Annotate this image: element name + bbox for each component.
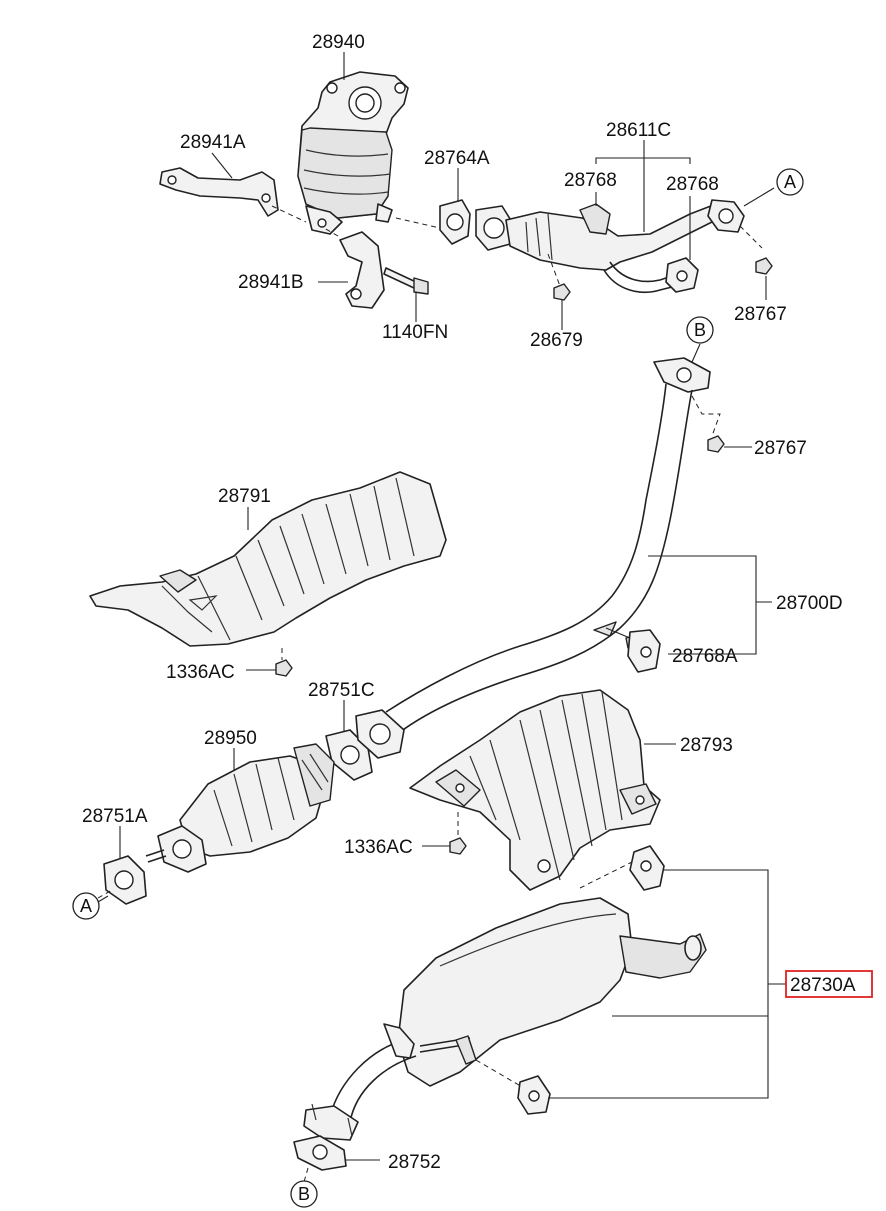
label-28941B[interactable]: 28941B: [238, 272, 304, 293]
gasket-28752: [293, 1135, 347, 1183]
label-28751A[interactable]: 28751A: [82, 806, 148, 827]
gasket-28751A: [97, 855, 147, 905]
label-28764A[interactable]: 28764A: [424, 148, 490, 169]
label-28791[interactable]: 28791: [218, 486, 271, 507]
ref-circle-B-top: B: [686, 316, 714, 344]
ref-circle-A-top: A: [776, 168, 804, 196]
catalytic-converter-28950: [145, 743, 335, 873]
label-28611C[interactable]: 28611C: [606, 120, 671, 141]
gasket-28764A: [395, 199, 471, 245]
heat-shield-28793: [409, 689, 661, 891]
leader-lines: [97, 52, 786, 1161]
nut-28767-top: [755, 257, 773, 275]
label-28700D[interactable]: 28700D: [776, 593, 843, 614]
label-28768-left[interactable]: 28768: [564, 170, 617, 191]
ref-B-top-text: B: [694, 320, 706, 340]
label-28793[interactable]: 28793: [680, 735, 733, 756]
label-28679[interactable]: 28679: [530, 330, 583, 351]
label-28767-mid[interactable]: 28767: [754, 438, 807, 459]
hanger-28730A-top: [629, 845, 665, 891]
label-28768-right[interactable]: 28768: [666, 174, 719, 195]
center-pipe-28700D: [385, 357, 721, 733]
nut-28767-mid: [707, 435, 725, 453]
hanger-28730A-bottom: [517, 1075, 551, 1115]
label-28730A[interactable]: 28730A: [790, 975, 856, 996]
label-1336AC-top[interactable]: 1336AC: [166, 662, 235, 683]
nut-1336AC-top: [275, 648, 293, 677]
muffler-28730A: [303, 861, 707, 1141]
label-28950[interactable]: 28950: [204, 728, 257, 749]
nut-28679: [553, 283, 571, 301]
catalytic-converter-28940: [297, 71, 409, 235]
label-28752[interactable]: 28752: [388, 1152, 441, 1173]
front-pipe-28611C: [505, 199, 763, 293]
bracket-28941B: [323, 227, 385, 309]
nut-1336AC-bottom: [449, 812, 467, 855]
center-pipe-flange: [355, 709, 405, 759]
label-1140FN[interactable]: 1140FN: [382, 322, 448, 343]
ref-B-bottom-text: B: [298, 1184, 310, 1204]
label-1336AC-bottom[interactable]: 1336AC: [344, 837, 413, 858]
label-28751C[interactable]: 28751C: [308, 680, 375, 701]
ref-A-top-text: A: [784, 172, 796, 192]
label-28768A[interactable]: 28768A: [672, 646, 738, 667]
label-28941A[interactable]: 28941A: [180, 132, 246, 153]
label-28940[interactable]: 28940: [312, 32, 365, 53]
ref-circle-A-bottom: A: [72, 892, 100, 920]
bolt-1140FN: [383, 267, 429, 295]
ref-A-bottom-text: A: [80, 896, 92, 916]
ref-circle-B-bottom: B: [290, 1180, 318, 1208]
highlight-box-28730A: [785, 970, 873, 998]
label-28767-top[interactable]: 28767: [734, 304, 787, 325]
heat-shield-28791: [89, 471, 447, 647]
bracket-28941A: [159, 167, 307, 223]
